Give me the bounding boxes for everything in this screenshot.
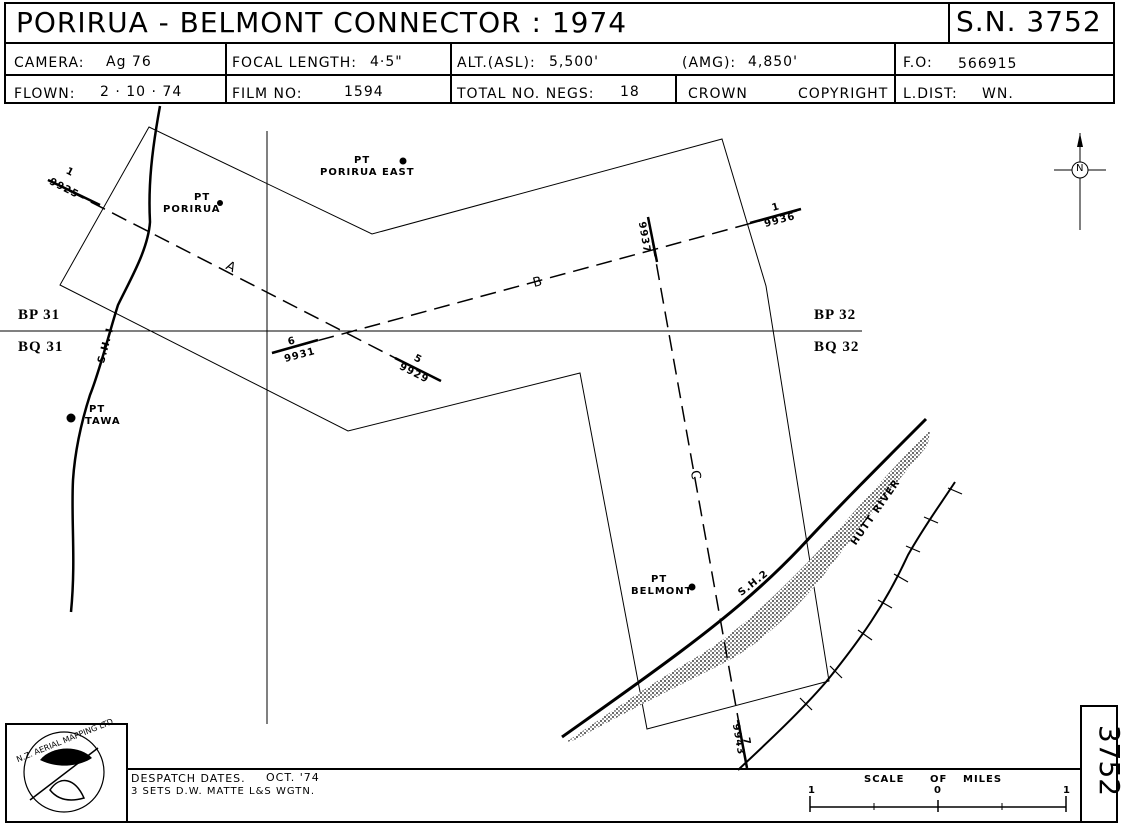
altitude-asl-label: ALT.(ASL): xyxy=(457,55,536,71)
run-a-start-marker xyxy=(47,178,101,207)
railway-line xyxy=(737,481,956,771)
state-highway-2 xyxy=(561,417,928,739)
copyright-text: COPYRIGHT xyxy=(798,86,889,102)
altitude-asl-value: 5,500' xyxy=(549,54,599,70)
run-c-end-marker xyxy=(736,719,749,769)
porirua-point xyxy=(217,200,223,206)
flight-run-b xyxy=(271,209,801,354)
crown-text: CROWN xyxy=(688,86,748,102)
header-divider xyxy=(6,42,1113,44)
flight-run-c xyxy=(647,216,748,769)
altitude-amg-value: 4,850' xyxy=(748,54,798,70)
header-divider xyxy=(894,42,896,104)
scale-right-label: 1 xyxy=(1063,785,1071,796)
land-district-label: L.DIST: xyxy=(903,86,958,102)
belmont-point xyxy=(688,583,696,591)
focal-length-value: 4·5" xyxy=(370,54,403,70)
porirua-label: PORIRUA xyxy=(163,204,221,215)
header-divider xyxy=(948,4,950,44)
porirua-east-pt-label: PT xyxy=(354,155,371,166)
scale-label: SCALE xyxy=(864,774,905,785)
scale-left-label: 1 xyxy=(808,785,816,796)
header-divider xyxy=(225,42,227,104)
state-highway-1 xyxy=(69,105,162,613)
scale-miles-label: MILES xyxy=(963,774,1003,785)
tawa-pt-label: PT xyxy=(89,404,106,415)
flown-label: FLOWN: xyxy=(14,86,76,102)
sheet-label-bp31: BP 31 xyxy=(18,307,61,323)
camera-label: CAMERA: xyxy=(14,55,85,71)
header-divider xyxy=(675,74,677,104)
despatch-dates-label: DESPATCH DATES. xyxy=(131,772,246,785)
land-district-value: WN. xyxy=(982,86,1014,102)
tawa-point xyxy=(66,413,76,423)
porirua-east-label: PORIRUA EAST xyxy=(320,167,415,178)
sheet-label-bp32: BP 32 xyxy=(814,307,857,323)
header-divider xyxy=(6,74,1113,76)
porirua-east-point xyxy=(399,157,407,165)
railway-ticks xyxy=(799,487,963,711)
flight-run-a xyxy=(47,179,441,382)
flown-value: 2 · 10 · 74 xyxy=(100,84,183,100)
film-number-label: FILM NO: xyxy=(232,86,303,102)
belmont-pt-label: PT xyxy=(651,574,668,585)
scale-bar xyxy=(809,796,1067,812)
scale-zero-label: 0 xyxy=(934,785,942,796)
scale-of-label: OF xyxy=(930,774,948,785)
fo-label: F.O: xyxy=(903,55,933,71)
north-label: N xyxy=(1076,163,1084,174)
total-negatives-label: TOTAL NO. NEGS: xyxy=(457,86,595,102)
map-title: PORIRUA - BELMONT CONNECTOR : 1974 xyxy=(16,6,628,39)
run-a-end-marker xyxy=(394,356,442,383)
film-number-value: 1594 xyxy=(344,84,384,100)
tawa-label: TAWA xyxy=(85,416,121,427)
run-c-start-marker xyxy=(646,216,659,263)
north-arrow xyxy=(1054,133,1106,230)
sheet-label-bq32: BQ 32 xyxy=(814,339,860,355)
sheet-number-box xyxy=(1080,705,1118,823)
run-b-start-marker xyxy=(271,338,319,355)
altitude-amg-label: (AMG): xyxy=(682,55,737,71)
nz-aerial-mapping-logo xyxy=(23,731,105,813)
header-table: PORIRUA - BELMONT CONNECTOR : 1974 S.N. … xyxy=(4,2,1115,104)
despatch-dates-value: OCT. '74 xyxy=(266,771,320,784)
sets-line: 3 SETS D.W. MATTE L&S WGTN. xyxy=(131,786,315,797)
total-negatives-value: 18 xyxy=(620,84,640,100)
belmont-label: BELMONT xyxy=(631,586,693,597)
porirua-pt-label: PT xyxy=(194,192,211,203)
header-divider xyxy=(450,42,452,104)
sheet-serial-number: S.N. 3752 xyxy=(956,5,1102,38)
sheet-number-vertical: 3752 xyxy=(1093,724,1123,797)
coverage-boundary xyxy=(59,126,830,730)
camera-value: Ag 76 xyxy=(106,54,152,70)
sheet-label-bq31: BQ 31 xyxy=(18,339,64,355)
focal-length-label: FOCAL LENGTH: xyxy=(232,55,357,71)
run-b-end-marker xyxy=(749,207,802,225)
fo-value: 566915 xyxy=(958,56,1018,72)
